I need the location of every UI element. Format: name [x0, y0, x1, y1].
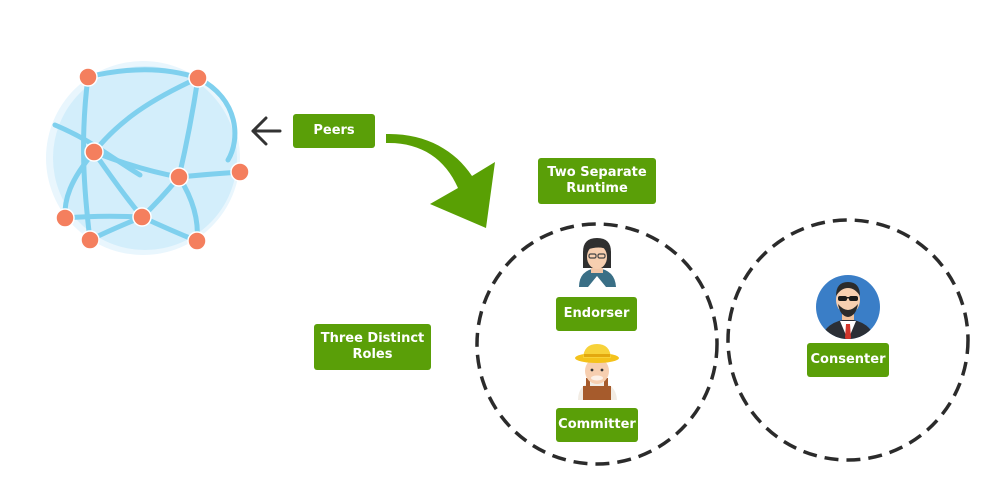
peers-label: Peers: [293, 114, 375, 148]
farmer-avatar-icon: [575, 344, 619, 400]
businesswoman-avatar-icon: [579, 238, 616, 287]
network-node: [230, 162, 250, 182]
network-node: [188, 68, 208, 88]
left-arrow-icon: [251, 116, 282, 146]
network-node: [80, 230, 100, 250]
network-globe-icon: [46, 61, 250, 255]
runtime-circle-right: [726, 218, 970, 462]
network-node: [132, 207, 152, 227]
runtime-circle-left: [475, 222, 719, 466]
network-node: [78, 67, 98, 87]
endorser-label: Endorser: [556, 297, 637, 331]
curved-arrow-icon: [386, 133, 495, 228]
network-node: [187, 231, 207, 251]
businessman-avatar-icon: [816, 275, 880, 339]
network-node: [55, 208, 75, 228]
two-separate-runtime-label: Two Separate Runtime: [538, 158, 656, 204]
consenter-label: Consenter: [807, 343, 889, 377]
committer-label: Committer: [556, 408, 638, 442]
network-node: [84, 142, 104, 162]
three-distinct-roles-label: Three Distinct Roles: [314, 324, 431, 370]
network-node: [169, 167, 189, 187]
